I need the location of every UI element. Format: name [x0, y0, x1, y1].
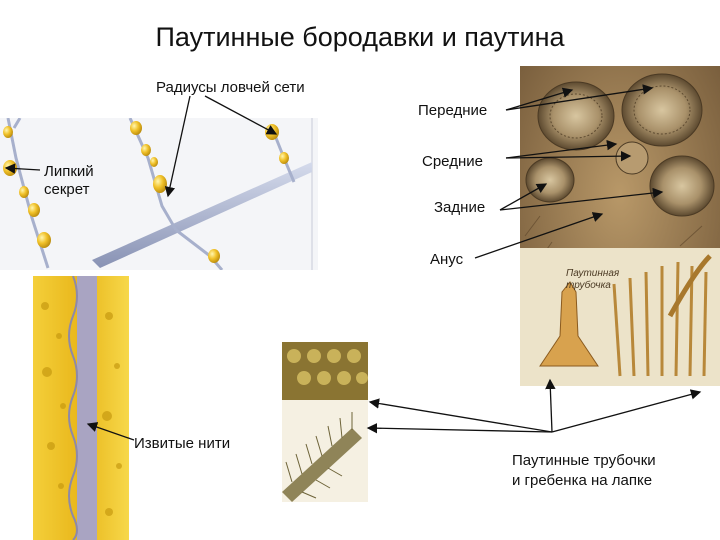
label-sticky-secret-line2: секрет — [44, 181, 90, 198]
label-spinning-tubes-line1: Паутинные трубочки — [512, 452, 656, 469]
label-anus: Анус — [430, 251, 464, 268]
label-capture-radii: Радиусы ловчей сети — [156, 79, 305, 96]
label-middle-spinnerets: Средние — [422, 153, 483, 170]
page-title: Паутинные бородавки и паутина — [155, 22, 565, 52]
label-rear-spinnerets: Задние — [434, 199, 486, 216]
web-threads-illustration — [0, 118, 318, 270]
spinnerets-illustration: Паутинная трубочка — [520, 66, 720, 386]
label-coiled-threads: Извитые нити — [134, 435, 231, 452]
inset-caption-line2: трубочка — [566, 279, 611, 291]
coiled-threads-illustration — [33, 276, 129, 540]
inset-caption-line1: Паутинная — [566, 268, 620, 279]
label-spinning-tubes-line2: и гребенка на лапке — [512, 472, 653, 489]
label-sticky-secret-line1: Липкий — [44, 163, 94, 180]
leg-comb-illustration — [282, 342, 368, 502]
label-front-spinnerets: Передние — [418, 102, 488, 119]
